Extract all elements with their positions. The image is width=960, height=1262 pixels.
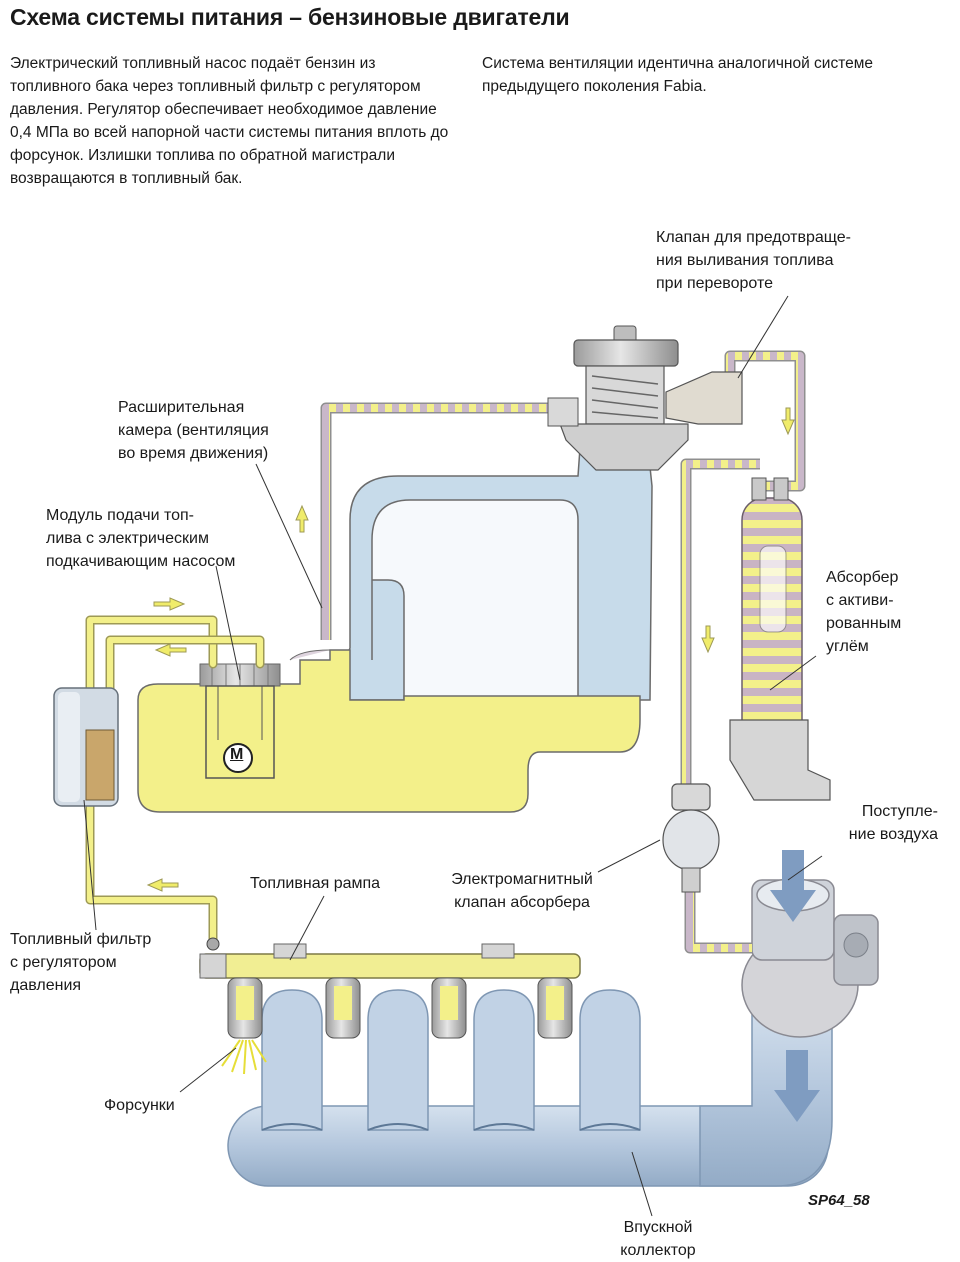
label-air-intake: Поступле- ние воздуха xyxy=(848,803,938,843)
rollover-valve xyxy=(665,371,743,425)
injector xyxy=(227,977,263,1039)
intro-text-right: Система вентиляции идентична аналогичной… xyxy=(482,55,874,95)
injector xyxy=(537,977,573,1039)
fuel-filter xyxy=(53,687,119,807)
label-fuel-filter: Топливный фильтр с регулятором давления xyxy=(10,931,152,994)
vent-valve xyxy=(547,397,579,427)
fuel-filler-cap xyxy=(559,325,689,471)
motor-symbol: M xyxy=(230,746,244,763)
intake-manifold xyxy=(227,989,833,1187)
label-rollover-valve: Клапан для предотвраще- ния выливания то… xyxy=(656,229,852,292)
fuel-rail xyxy=(199,937,581,979)
leader-lines xyxy=(83,295,823,1217)
injector xyxy=(431,977,467,1039)
vent-lines xyxy=(320,350,806,954)
carbon-canister xyxy=(729,477,831,801)
label-fuel-module: Модуль подачи топ- лива с электрическим … xyxy=(46,507,236,570)
fuel-lines xyxy=(85,615,265,945)
label-fuel-rail: Топливная рампа xyxy=(250,875,381,892)
injectors xyxy=(221,977,573,1075)
fuel-spray xyxy=(221,1039,267,1075)
intro-text-left: Электрический топливный насос подаёт бен… xyxy=(10,55,449,187)
label-absorber: Абсорбер с активи- рованным углём xyxy=(826,569,902,655)
fuel-delivery-module xyxy=(199,663,281,779)
label-intake-manifold: Впускной коллектор xyxy=(620,1219,696,1259)
air-flow-arrows xyxy=(770,850,820,1122)
page-title: Схема системы питания – бензиновые двига… xyxy=(10,4,570,30)
label-solenoid-valve: Электромагнитный клапан абсорбера xyxy=(451,871,593,911)
injector xyxy=(325,977,361,1039)
flow-arrows xyxy=(146,407,795,892)
figure-reference: SP64_58 xyxy=(808,1192,870,1209)
purge-solenoid xyxy=(662,783,720,893)
label-injectors: Форсунки xyxy=(104,1097,175,1114)
label-expansion-chamber: Расширительная камера (вентиляция во вре… xyxy=(118,399,269,462)
throttle-body xyxy=(741,878,879,1038)
